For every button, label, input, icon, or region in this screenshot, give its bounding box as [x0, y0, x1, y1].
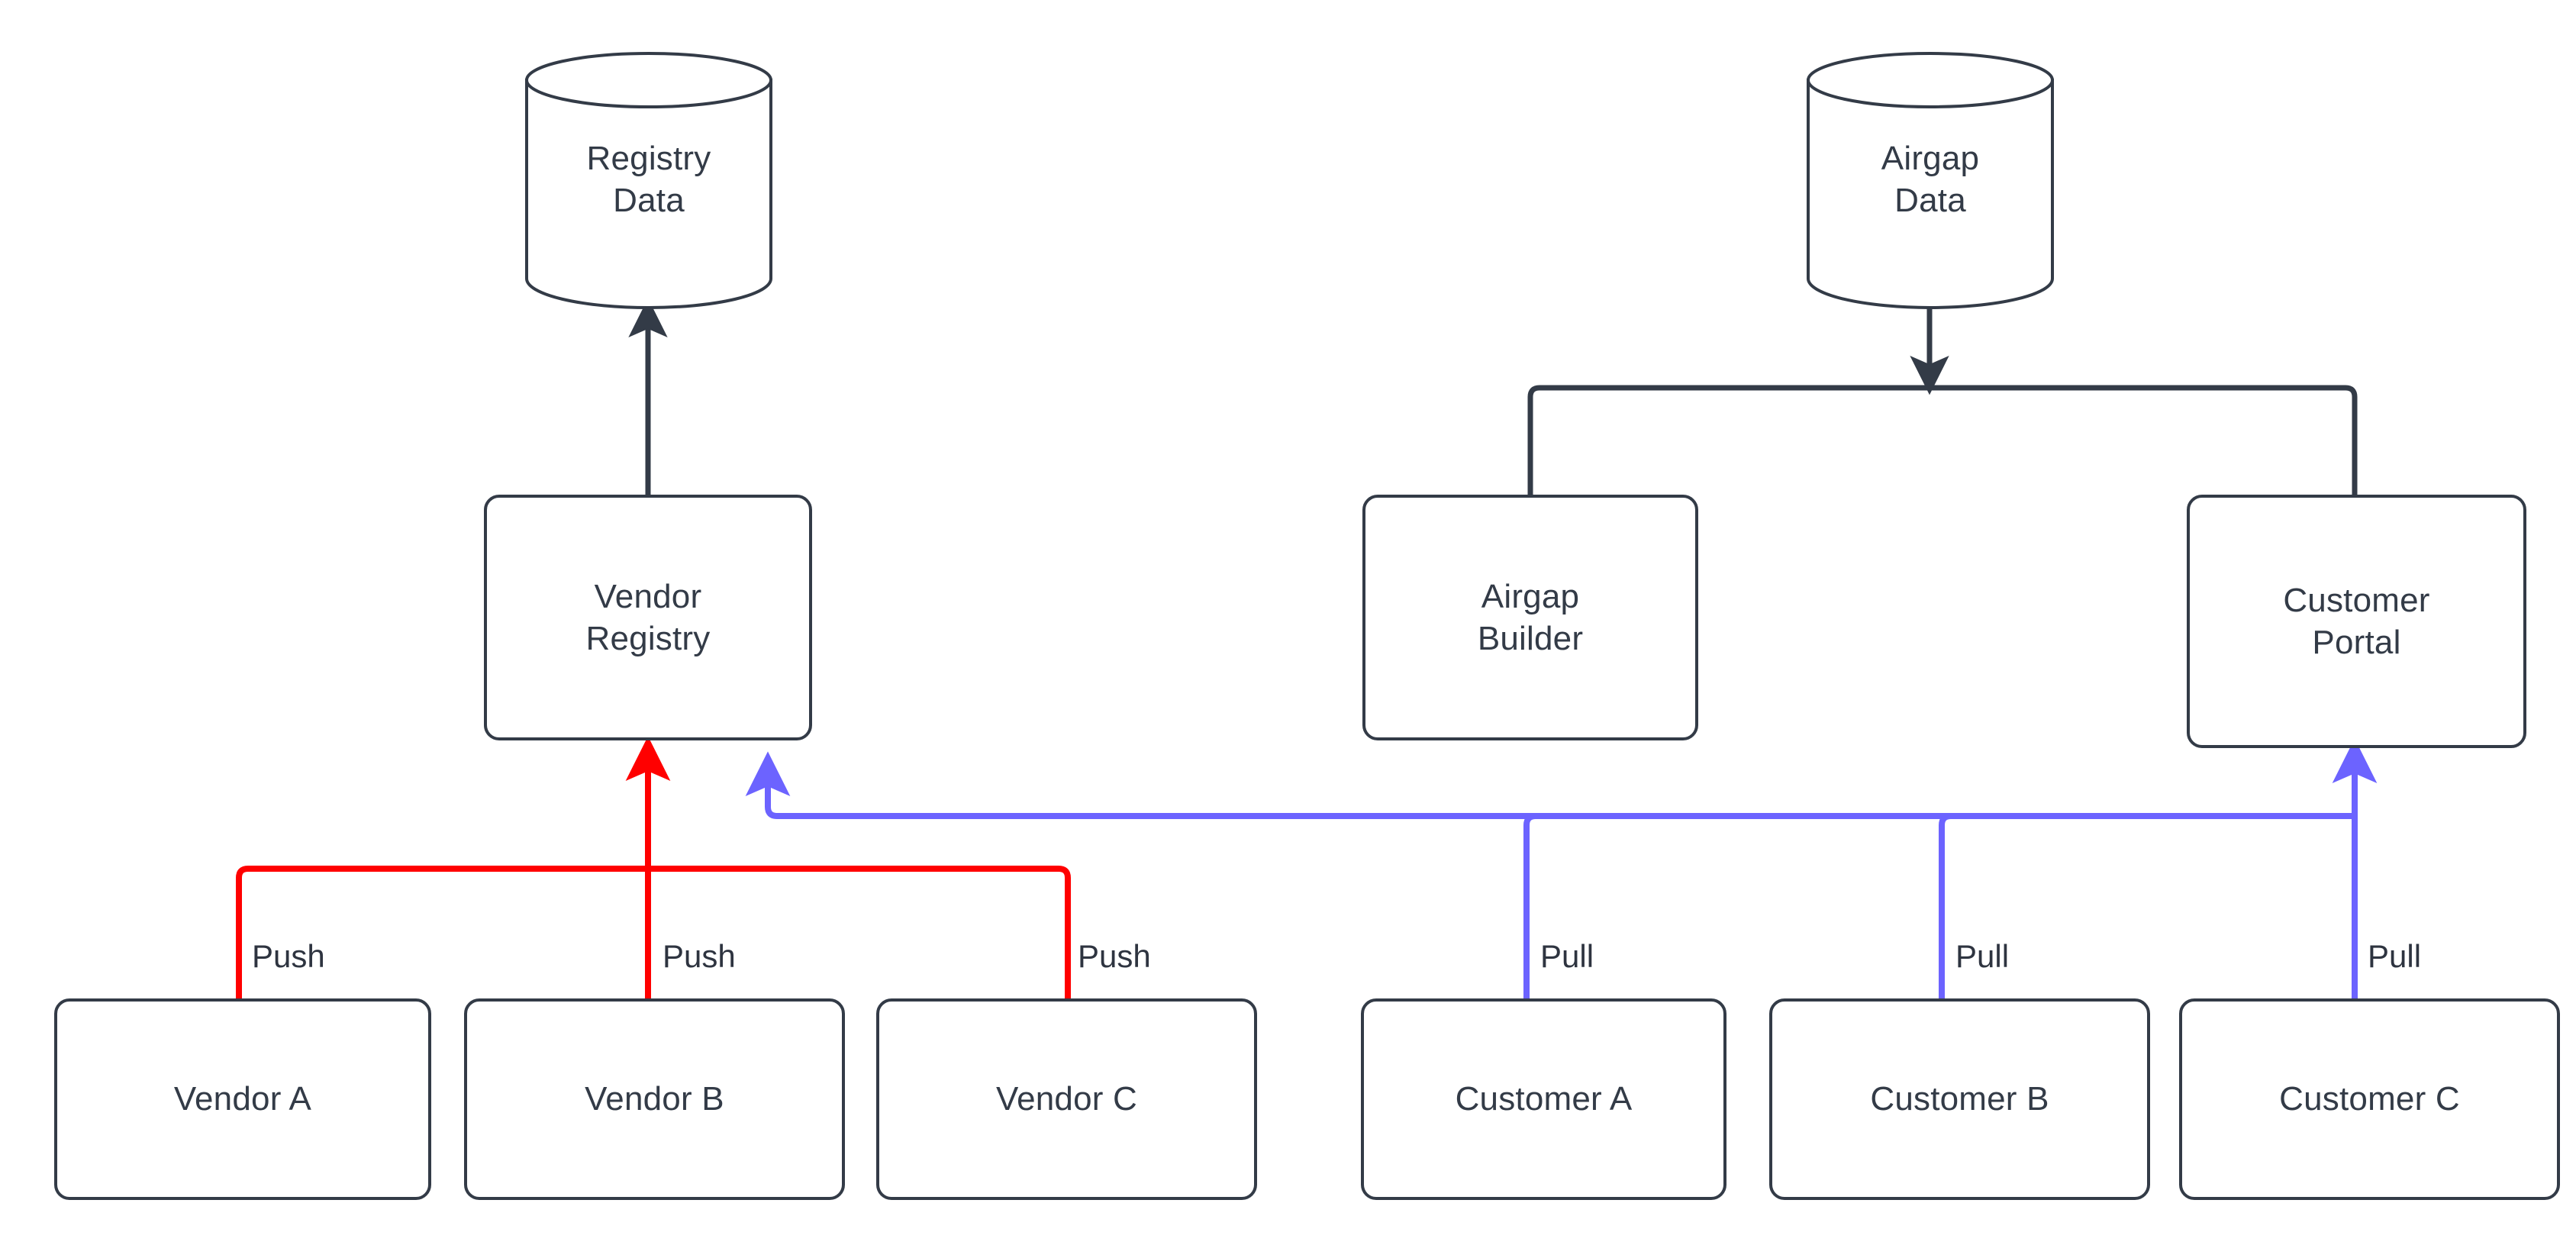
node-box-customer-a[interactable] — [1361, 998, 1726, 1200]
node-box-vendor-b[interactable] — [464, 998, 845, 1200]
edge-label-push-vendor-c: Push — [1078, 938, 1151, 974]
edge-customers-pull-to-vendor-registry — [745, 751, 2355, 819]
cylinder-body — [525, 79, 772, 309]
edge-airgap-builder-to-trunk — [1527, 385, 1930, 496]
node-box-airgap-builder[interactable] — [1362, 495, 1698, 740]
edge-label-push-vendor-b: Push — [663, 938, 736, 974]
node-box-customer-c[interactable] — [2179, 998, 2560, 1200]
edge-label-pull-customer-a: Pull — [1540, 938, 1594, 974]
edge-customer-portal-to-trunk — [1930, 385, 2358, 496]
edge-vendor-a-push — [236, 866, 648, 1000]
node-box-vendor-c[interactable] — [876, 998, 1257, 1200]
cylinder-top-ellipse — [1807, 52, 2054, 108]
edge-vendor-c-push — [648, 866, 1071, 1000]
cylinder-top-ellipse — [525, 52, 772, 108]
node-box-customer-b[interactable] — [1769, 998, 2150, 1200]
datastore-airgap-data[interactable] — [1807, 52, 2054, 309]
node-box-customer-portal[interactable] — [2187, 495, 2526, 748]
edge-label-push-vendor-a: Push — [252, 938, 325, 974]
edge-label-pull-customer-c: Pull — [2368, 938, 2422, 974]
datastore-registry-data[interactable] — [525, 52, 772, 309]
node-box-vendor-registry[interactable] — [484, 495, 812, 740]
cylinder-body — [1807, 79, 2054, 309]
node-box-vendor-a[interactable] — [54, 998, 431, 1200]
edge-label-pull-customer-b: Pull — [1955, 938, 2010, 974]
